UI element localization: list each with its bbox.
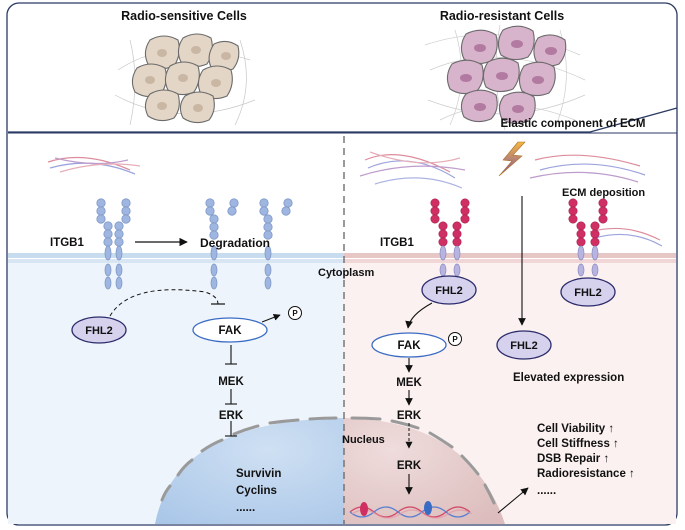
cytoplasm-label: Cytoplasm [318,267,374,279]
itgb1-receptor-right-2-tails [577,245,599,277]
right-ecm-fibers [359,151,663,247]
fhl2-label-bound: FHL2 [435,285,463,297]
nucleus-label: Nucleus [342,434,385,446]
fak-node-left [192,317,268,343]
fhl2-to-fak-arrow [405,302,433,329]
radio-resistant-cells [424,24,586,131]
fak-phospho-arrow-left [261,314,281,323]
fhl2-label-right: FHL2 [574,287,602,299]
fhl2-label-left: FHL2 [85,325,113,337]
outcome-stiffness: Cell Stiffness ↑ [537,438,619,450]
target-survivin: Survivin [236,468,281,480]
dna-helix [349,506,473,519]
itgb1-receptor-right-2 [568,198,608,247]
target-cyclins: Cyclins [236,485,277,497]
dna-binding-factor-blue [424,501,432,515]
phospho-badge-right [448,332,462,346]
itgb1-receptor-left [96,198,131,290]
itgb1-label-left: ITGB1 [50,237,84,249]
nucleus-left [155,418,344,524]
phospho-label-right: P [452,335,458,344]
phospho-label-left: P [292,309,298,318]
itgb1-label-right: ITGB1 [380,237,414,249]
fhl2-node-right [560,277,616,307]
outcome-ellipsis: ...... [537,485,556,497]
fak-node-right [371,332,447,358]
nuclear-envelope [160,416,496,505]
fhl2-label-elevated: FHL2 [510,340,538,352]
radio-sensitive-title: Radio-sensitive Cells [121,9,247,23]
fhl2-node-elevated [496,330,552,360]
outcome-radioresistance: Radioresistance ↑ [537,468,635,480]
nucleus-right [344,418,505,524]
itgb1-receptor-right [430,198,470,247]
outcome-viability: Cell Viability ↑ [537,423,614,435]
itgb1-degraded-receptors [205,198,293,290]
outer-frame [6,2,678,526]
radiation-bolt-icon [498,141,526,177]
header-divider [8,107,678,133]
outcome-arrow [497,487,529,514]
mek-label-left: MEK [218,376,244,388]
mek-label-right: MEK [396,377,422,389]
ecm-banner-label: Elastic component of ECM [500,118,645,130]
fak-label-right: FAK [398,340,422,352]
elevated-expression-label: Elevated expression [513,372,624,384]
fhl2-node-bound [421,275,477,305]
fhl2-node-left [71,316,127,344]
radio-resistant-title: Radio-resistant Cells [440,9,564,23]
erk-label-left: ERK [219,410,244,422]
radio-sensitive-cells [114,33,256,126]
left-ecm-fibers [47,156,141,175]
itgb1-receptor-right-tails [439,245,461,277]
cell-membrane [8,253,676,263]
erk-nuclear-label: ERK [397,460,422,472]
phospho-badge-left [288,306,302,320]
fak-label-left: FAK [219,325,243,337]
outcome-dsb-repair: DSB Repair ↑ [537,453,609,465]
degradation-label: Degradation [200,236,270,250]
inhibited-cascade [225,345,237,437]
dna-binding-factor-red [360,502,368,516]
target-ellipsis-left: ...... [236,502,255,514]
erk-label-right: ERK [397,410,422,422]
header-panel: Radio-sensitive Cells Radio-resistant Ce… [8,9,678,134]
ecm-deposition-label: ECM deposition [562,187,645,199]
